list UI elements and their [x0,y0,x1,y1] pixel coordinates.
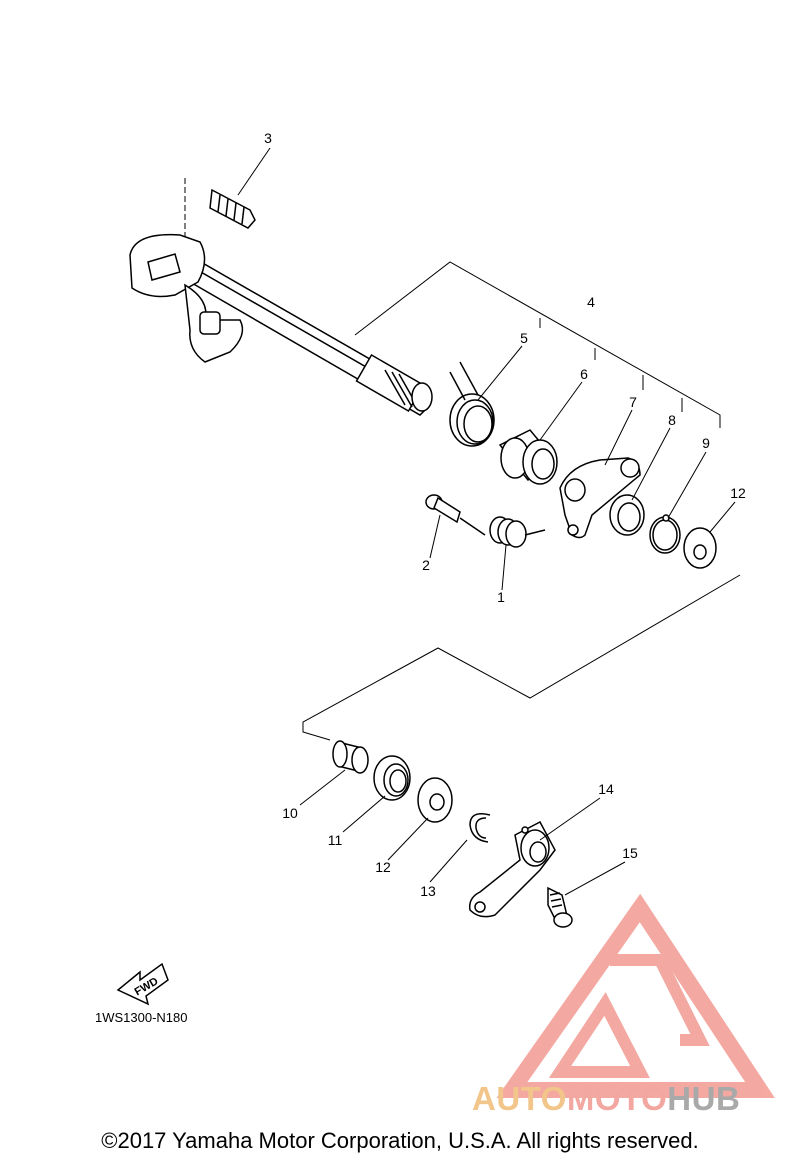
part-10-needle-bearing [332,740,369,774]
watermark-brand: AUTOMOTOHUB [472,1080,740,1118]
callout-11: 11 [328,832,343,848]
part-13-clip [469,813,491,843]
callout-12-upper: 12 [730,485,746,501]
diagram-code: 1WS1300-N180 [95,1010,188,1025]
callout-10: 10 [282,805,298,821]
part-5-torsion-spring [449,361,495,447]
callout-2: 2 [422,557,430,573]
part-12-washer-lower [417,777,453,823]
callout-15: 15 [622,845,638,861]
callout-12-lower: 12 [375,859,391,875]
callout-9: 9 [702,435,710,451]
brand-part-auto: AUTO [472,1080,567,1117]
triangle-logo-icon [496,893,775,1098]
part-12-washer-upper [683,527,717,569]
callout-8: 8 [668,412,676,428]
brand-part-hub: HUB [667,1080,741,1117]
part-2-bolt [425,494,461,524]
callout-5: 5 [520,330,528,346]
callout-14: 14 [598,781,614,797]
callout-7: 7 [629,394,637,410]
callout-1: 1 [497,589,505,605]
fwd-arrow-icon: FWD [116,962,169,1006]
copyright-notice: ©2017 Yamaha Motor Corporation, U.S.A. A… [101,1128,699,1153]
part-8-washer [609,494,645,536]
callout-4: 4 [587,294,595,310]
shift-shaft [129,233,433,416]
part-11-oil-seal [373,755,411,801]
callout-6: 6 [580,366,588,382]
part-15-bolt [547,886,573,928]
part-14-shift-lever [468,820,556,918]
brand-part-moto: MOTO [566,1080,668,1117]
part-6-collar [498,429,558,485]
assembly-bracket-lines [184,178,741,741]
callout-13: 13 [420,883,436,899]
leader-lines [237,147,736,896]
part-3-bolt [209,188,256,229]
callout-3: 3 [264,130,272,146]
part-9-circlip [649,514,681,554]
part-7-arm [559,457,641,539]
part-1-coil-spring [459,516,546,548]
